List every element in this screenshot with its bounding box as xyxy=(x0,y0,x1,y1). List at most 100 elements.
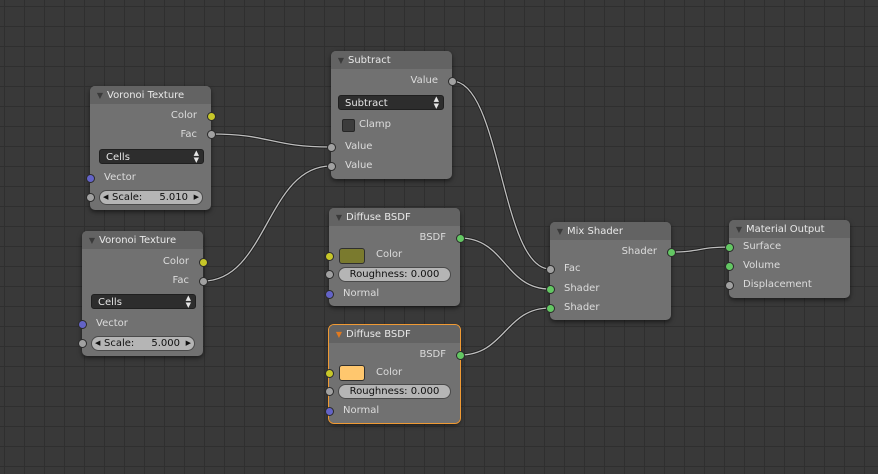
node-link[interactable] xyxy=(459,307,551,356)
coloring-value: Cells xyxy=(106,152,130,163)
output-surface-input-socket[interactable] xyxy=(724,242,734,252)
subtract-value1-input-socket[interactable] xyxy=(326,142,336,152)
output-label: Fac xyxy=(180,129,197,140)
arrow-right-icon[interactable]: ▶ xyxy=(185,339,191,347)
diffuse1-roughness-input-socket[interactable] xyxy=(324,269,334,279)
collapse-triangle-icon[interactable]: ▼ xyxy=(337,55,345,65)
mix-shader-output-socket[interactable] xyxy=(666,247,676,257)
mix-shader-node-header[interactable]: ▼ Mix Shader xyxy=(550,222,671,240)
diffuse2-bsdf-output-socket[interactable] xyxy=(455,350,465,360)
input-label: Displacement xyxy=(743,279,812,290)
diffuse1-bsdf-output-socket[interactable] xyxy=(455,233,465,243)
color-swatch[interactable] xyxy=(339,248,365,264)
field-label: Scale: xyxy=(112,192,143,203)
collapse-triangle-icon[interactable]: ▼ xyxy=(335,212,343,222)
node-link[interactable] xyxy=(459,237,551,290)
input-label: Shader xyxy=(564,283,600,294)
input-label: Normal xyxy=(343,288,380,299)
collapse-triangle-icon[interactable]: ▼ xyxy=(335,329,343,339)
output-label: Color xyxy=(162,256,189,267)
operation-dropdown[interactable]: Subtract ▲▼ xyxy=(338,95,444,110)
diffuse1-color-input-socket[interactable] xyxy=(324,251,334,261)
voronoi2-color-output-socket[interactable] xyxy=(198,257,208,267)
voronoi1-scale-input-socket[interactable] xyxy=(85,192,95,202)
collapse-triangle-icon[interactable]: ▼ xyxy=(96,90,104,100)
updown-arrows-icon: ▲▼ xyxy=(193,149,199,164)
voronoi-node-header[interactable]: ▼ Voronoi Texture xyxy=(90,86,211,104)
coloring-dropdown[interactable]: Cells ▲▼ xyxy=(91,294,196,309)
input-label: Fac xyxy=(564,263,581,274)
collapse-triangle-icon[interactable]: ▼ xyxy=(88,235,96,245)
color-label: Color xyxy=(376,249,403,260)
scale-field[interactable]: ◀ Scale: 5.000 ▶ xyxy=(91,336,195,351)
subtract-node[interactable]: ▼ Subtract Value Subtract ▲▼ Clamp Value… xyxy=(331,51,452,179)
diffuse-bsdf-node-2[interactable]: ▼ Diffuse BSDF BSDF Color Roughness: 0.0… xyxy=(328,324,461,424)
roughness-value: Roughness: 0.000 xyxy=(349,386,440,397)
output-label: Color xyxy=(170,110,197,121)
scale-field[interactable]: ◀ Scale: 5.010 ▶ xyxy=(99,190,203,205)
color-label: Color xyxy=(376,367,403,378)
mix-shader-node[interactable]: ▼ Mix Shader Shader Fac Shader Shader xyxy=(550,222,671,320)
link-shadow xyxy=(670,245,730,254)
collapse-triangle-icon[interactable]: ▼ xyxy=(556,226,564,236)
voronoi2-scale-input-socket[interactable] xyxy=(77,338,87,348)
link-shadow xyxy=(202,164,332,283)
output-volume-input-socket[interactable] xyxy=(724,261,734,271)
voronoi-node-header[interactable]: ▼ Voronoi Texture xyxy=(82,231,203,249)
mix-fac-input-socket[interactable] xyxy=(545,264,555,274)
output-displacement-input-socket[interactable] xyxy=(724,280,734,290)
diffuse-node-header[interactable]: ▼ Diffuse BSDF xyxy=(329,208,460,226)
output-label: Fac xyxy=(172,275,189,286)
mix-shader1-input-socket[interactable] xyxy=(545,284,555,294)
subtract-value-output-socket[interactable] xyxy=(447,76,457,86)
voronoi1-fac-output-socket[interactable] xyxy=(206,129,216,139)
input-label: Volume xyxy=(743,260,781,271)
arrow-left-icon[interactable]: ◀ xyxy=(95,339,101,347)
diffuse2-normal-input-socket[interactable] xyxy=(324,406,334,416)
diffuse-node-header[interactable]: ▼ Diffuse BSDF xyxy=(329,325,460,343)
diffuse2-roughness-input-socket[interactable] xyxy=(324,386,334,396)
subtract-node-header[interactable]: ▼ Subtract xyxy=(331,51,452,69)
node-link[interactable] xyxy=(210,133,332,148)
material-output-node-header[interactable]: ▼ Material Output xyxy=(729,220,850,238)
link-shadow xyxy=(210,132,332,149)
voronoi1-color-output-socket[interactable] xyxy=(206,111,216,121)
roughness-value: Roughness: 0.000 xyxy=(349,269,440,280)
voronoi-texture-node-1[interactable]: ▼ Voronoi Texture Color Fac Cells ▲▼ Vec… xyxy=(90,86,211,210)
roughness-field[interactable]: Roughness: 0.000 xyxy=(338,384,451,399)
arrow-right-icon[interactable]: ▶ xyxy=(193,193,199,201)
output-label: Shader xyxy=(621,246,657,257)
mix-shader2-input-socket[interactable] xyxy=(545,303,555,313)
color-swatch[interactable] xyxy=(339,365,365,381)
output-label: Value xyxy=(410,75,438,86)
input-label: Shader xyxy=(564,302,600,313)
roughness-field[interactable]: Roughness: 0.000 xyxy=(338,267,451,282)
material-output-node[interactable]: ▼ Material Output Surface Volume Displac… xyxy=(729,220,850,298)
node-link[interactable] xyxy=(670,246,730,253)
node-title: Voronoi Texture xyxy=(99,234,177,246)
input-label: Normal xyxy=(343,405,380,416)
voronoi-texture-node-2[interactable]: ▼ Voronoi Texture Color Fac Cells ▲▼ Vec… xyxy=(82,231,203,356)
voronoi1-vector-input-socket[interactable] xyxy=(85,173,95,183)
voronoi2-fac-output-socket[interactable] xyxy=(198,276,208,286)
node-link[interactable] xyxy=(202,165,332,282)
field-value: 5.000 xyxy=(151,338,180,349)
input-label: Value xyxy=(345,141,373,152)
collapse-triangle-icon[interactable]: ▼ xyxy=(735,224,743,234)
diffuse2-color-input-socket[interactable] xyxy=(324,368,334,378)
node-title: Material Output xyxy=(746,223,825,235)
diffuse1-normal-input-socket[interactable] xyxy=(324,289,334,299)
coloring-dropdown[interactable]: Cells ▲▼ xyxy=(99,149,204,164)
diffuse-bsdf-node-1[interactable]: ▼ Diffuse BSDF BSDF Color Roughness: 0.0… xyxy=(329,208,460,306)
voronoi2-vector-input-socket[interactable] xyxy=(77,319,87,329)
clamp-checkbox[interactable] xyxy=(342,119,355,132)
link-shadow xyxy=(451,79,551,271)
output-label: BSDF xyxy=(419,232,446,243)
input-label: Vector xyxy=(96,318,128,329)
arrow-left-icon[interactable]: ◀ xyxy=(103,193,109,201)
link-shadow xyxy=(459,236,551,291)
node-link[interactable] xyxy=(451,80,551,270)
subtract-value2-input-socket[interactable] xyxy=(326,161,336,171)
link-shadow xyxy=(459,306,551,357)
node-title: Mix Shader xyxy=(567,225,623,237)
